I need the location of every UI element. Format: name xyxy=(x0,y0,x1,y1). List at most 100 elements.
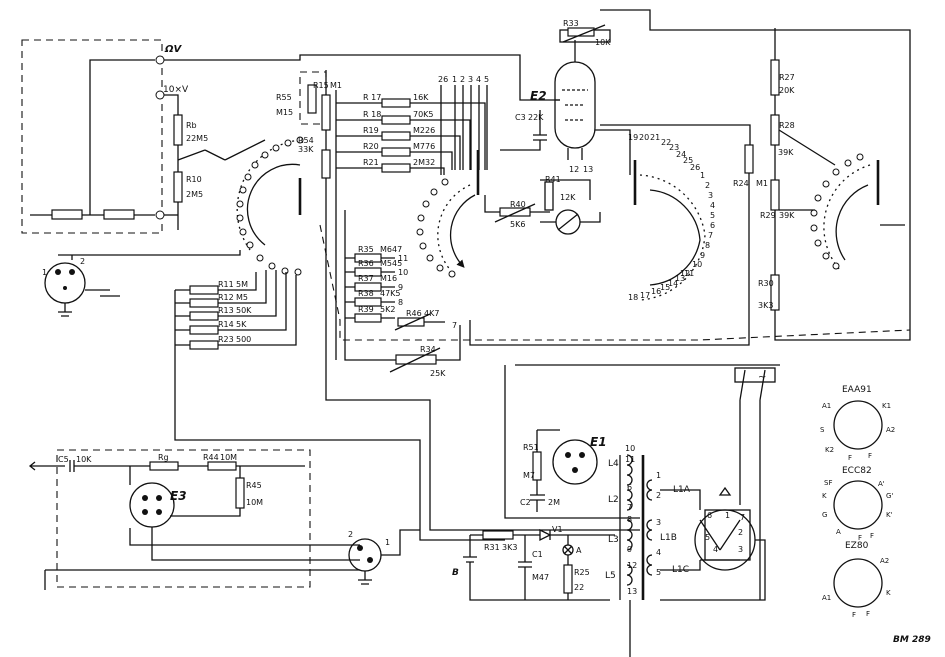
r33-potentiometer: R33 10K xyxy=(559,19,611,47)
svg-text:SF: SF xyxy=(824,479,832,487)
svg-text:L1B: L1B xyxy=(660,533,677,543)
svg-text:R27: R27 xyxy=(779,73,795,82)
svg-text:C1: C1 xyxy=(532,550,543,559)
svg-text:K: K xyxy=(822,492,827,500)
svg-text:F: F xyxy=(870,532,874,540)
svg-text:M16: M16 xyxy=(380,274,397,283)
svg-text:6: 6 xyxy=(710,221,715,230)
svg-text:F: F xyxy=(868,452,872,460)
svg-text:6: 6 xyxy=(627,483,632,492)
svg-text:16: 16 xyxy=(651,287,661,296)
svg-text:C5: C5 xyxy=(58,455,69,464)
svg-text:10: 10 xyxy=(398,268,408,277)
svg-text:R33: R33 xyxy=(563,19,579,28)
svg-text:5: 5 xyxy=(656,568,661,577)
probe-box: ΩV 10×V xyxy=(21,39,189,234)
svg-text:L4: L4 xyxy=(608,459,619,469)
battery: B xyxy=(452,535,610,601)
svg-text:1: 1 xyxy=(725,511,730,520)
svg-text:4: 4 xyxy=(713,545,718,554)
svg-text:R10: R10 xyxy=(186,175,202,184)
svg-text:4: 4 xyxy=(710,201,715,210)
svg-text:1: 1 xyxy=(452,75,457,84)
svg-text:1: 1 xyxy=(656,471,661,480)
svg-text:17: 17 xyxy=(640,291,650,300)
transformer: L4 L2 L3 L5 L1A L1B L1C 10 11 6 7 8 9 12… xyxy=(605,444,691,657)
svg-text:R35: R35 xyxy=(358,245,374,254)
svg-text:47K5: 47K5 xyxy=(380,289,401,298)
svg-text:M47: M47 xyxy=(532,573,549,582)
r27-column: R27 20K R28 39K R29 39K R30 3K3 xyxy=(600,9,911,341)
svg-text:R51: R51 xyxy=(523,443,539,452)
svg-text:R30: R30 xyxy=(758,279,774,288)
svg-text:10: 10 xyxy=(625,444,635,453)
svg-text:3: 3 xyxy=(468,75,473,84)
svg-text:3K3: 3K3 xyxy=(502,543,517,552)
svg-text:5: 5 xyxy=(705,533,710,542)
svg-text:R19: R19 xyxy=(363,126,379,135)
svg-text:M776: M776 xyxy=(413,142,435,151)
svg-text:R41: R41 xyxy=(545,175,561,184)
svg-text:13: 13 xyxy=(627,587,637,596)
svg-text:13: 13 xyxy=(583,165,593,174)
svg-text:EAA91: EAA91 xyxy=(842,385,872,395)
range-switch-right: 19 20 21 22 23 24 25 26 1 2 3 4 5 6 7 8 … xyxy=(628,133,715,302)
svg-text:A1: A1 xyxy=(822,594,831,602)
svg-text:R54: R54 xyxy=(298,136,314,145)
svg-text:M647: M647 xyxy=(380,245,402,254)
svg-text:R 17: R 17 xyxy=(363,93,381,102)
svg-text:39K: 39K xyxy=(778,148,794,157)
svg-text:20: 20 xyxy=(639,133,649,142)
svg-text:M545: M545 xyxy=(380,259,402,268)
svg-text:R14: R14 xyxy=(218,320,234,329)
svg-text:R20: R20 xyxy=(363,142,379,151)
c2-capacitor: C2 2M xyxy=(520,494,560,512)
svg-text:R34: R34 xyxy=(420,345,436,354)
svg-text:M5: M5 xyxy=(236,293,248,302)
svg-text:K2: K2 xyxy=(825,446,834,454)
svg-text:C2: C2 xyxy=(520,498,531,507)
svg-text:R31: R31 xyxy=(484,543,500,552)
mains-plug: ~ xyxy=(734,367,776,600)
c3-capacitor: C3 22K xyxy=(500,110,547,151)
svg-text:Rg: Rg xyxy=(158,453,169,462)
svg-text:20K: 20K xyxy=(779,86,795,95)
svg-text:5K6: 5K6 xyxy=(510,220,525,229)
svg-text:R45: R45 xyxy=(246,481,262,490)
svg-text:M226: M226 xyxy=(413,126,435,135)
svg-text:5: 5 xyxy=(484,75,489,84)
r54-resistor: R54 33K xyxy=(298,136,331,179)
svg-text:7: 7 xyxy=(740,513,745,522)
svg-text:2M: 2M xyxy=(548,498,560,507)
svg-text:M1: M1 xyxy=(330,81,342,90)
svg-text:A2: A2 xyxy=(880,557,889,565)
svg-text:R44: R44 xyxy=(203,453,219,462)
svg-text:10M: 10M xyxy=(220,453,237,462)
svg-text:L3: L3 xyxy=(608,535,619,545)
svg-text:R36: R36 xyxy=(358,259,374,268)
svg-text:F: F xyxy=(848,454,852,462)
svg-text:9: 9 xyxy=(398,283,403,292)
svg-text:2: 2 xyxy=(738,528,743,537)
svg-text:R39: R39 xyxy=(358,305,374,314)
svg-text:50K: 50K xyxy=(236,306,252,315)
svg-text:R38: R38 xyxy=(358,289,374,298)
svg-text:A1: A1 xyxy=(822,402,831,410)
svg-text:3K3: 3K3 xyxy=(758,301,773,310)
svg-text:A: A xyxy=(836,528,841,536)
svg-text:R 18: R 18 xyxy=(363,110,381,119)
svg-text:ECC82: ECC82 xyxy=(842,466,872,476)
svg-text:R12: R12 xyxy=(218,293,234,302)
svg-text:2M5: 2M5 xyxy=(186,190,203,199)
svg-text:R25: R25 xyxy=(574,568,590,577)
svg-text:R29: R29 xyxy=(760,211,776,220)
svg-text:L5: L5 xyxy=(605,571,616,581)
output-connector: 2 1 xyxy=(348,529,420,585)
svg-text:9: 9 xyxy=(627,545,632,554)
svg-text:5: 5 xyxy=(710,211,715,220)
svg-text:8: 8 xyxy=(627,515,632,524)
r55-resistor: R55 M15 xyxy=(276,71,327,125)
svg-text:25: 25 xyxy=(683,156,693,165)
meter xyxy=(540,209,601,235)
svg-text:24: 24 xyxy=(676,150,686,159)
